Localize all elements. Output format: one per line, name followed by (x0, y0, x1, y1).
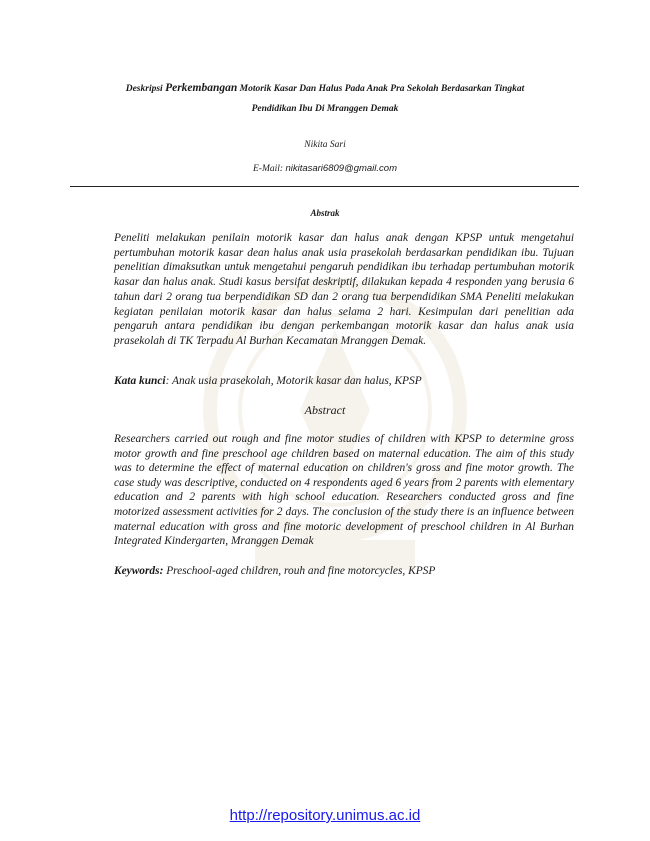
abstract-body: Researchers carried out rough and fine m… (114, 433, 574, 548)
abstrak-heading: Abstrak (310, 208, 340, 218)
author-name: Nikita Sari (304, 140, 346, 150)
kata-kunci-label: Kata kunci (114, 375, 166, 387)
abstrak-body: Peneliti melakukan penilain motorik kasa… (114, 232, 574, 347)
author-email: E-Mail: nikitasari6809@gmail.com (0, 163, 650, 174)
header-divider (70, 186, 579, 187)
email-address: nikitasari6809@gmail.com (285, 163, 397, 174)
keywords-text: Preschool-aged children, rouh and fine m… (163, 565, 436, 577)
title-part-2: Perkembangan (165, 82, 238, 94)
title-part-3: Motorik Kasar Dan Halus Pada Anak Pra Se… (237, 84, 525, 94)
abstract-heading: Abstract (304, 403, 346, 417)
kata-kunci: Kata kunci: Anak usia prasekolah, Motori… (114, 375, 584, 387)
paper-title: Deskripsi Perkembangan Motorik Kasar Dan… (60, 78, 590, 119)
kata-kunci-text: : Anak usia prasekolah, Motorik kasar da… (165, 375, 422, 387)
repository-link[interactable]: http://repository.unimus.ac.id (229, 807, 421, 824)
keywords: Keywords: Preschool-aged children, rouh … (114, 565, 584, 577)
keywords-label: Keywords: (114, 565, 164, 577)
title-part-1: Deskripsi (125, 84, 166, 94)
title-line-2: Pendidikan Ibu Di Mranggen Demak (251, 104, 399, 114)
title-line-1: Deskripsi Perkembangan Motorik Kasar Dan… (60, 78, 590, 99)
email-label: E-Mail: (252, 164, 284, 174)
